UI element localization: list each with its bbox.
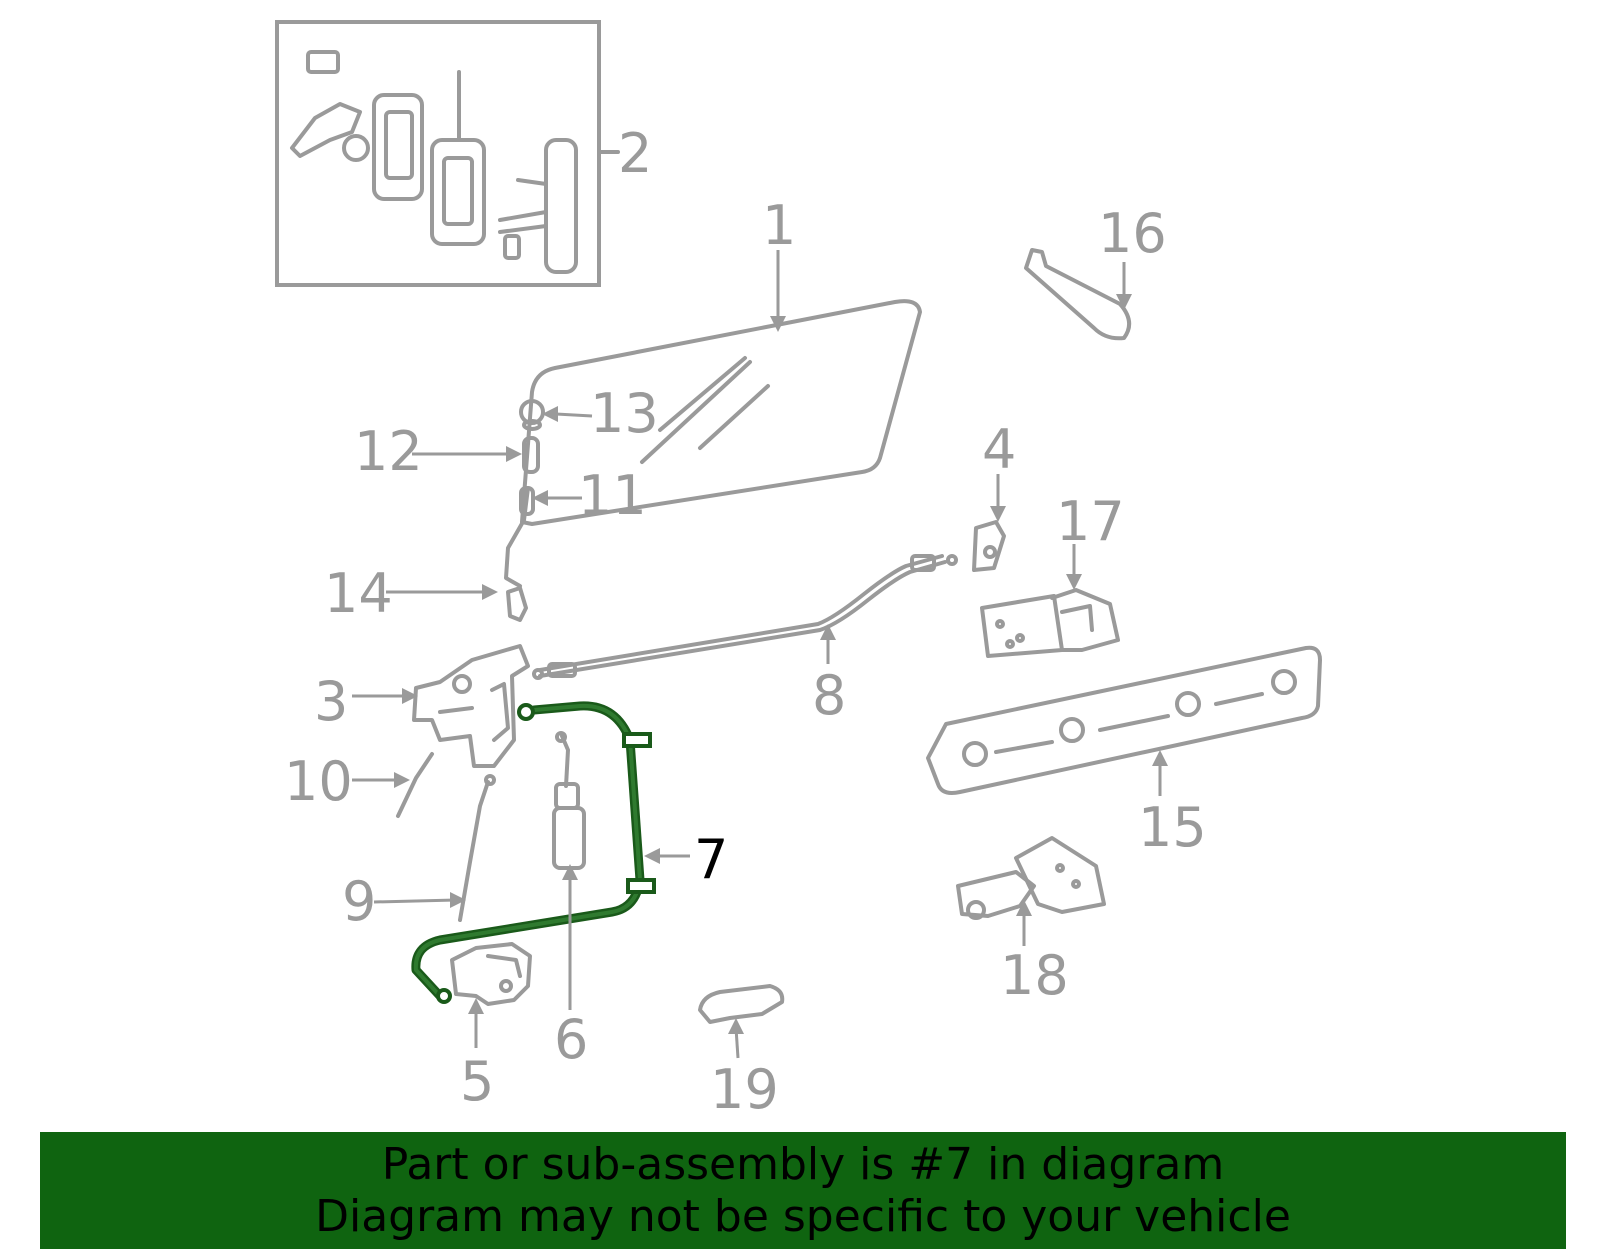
part-7-lock-rod-highlighted xyxy=(411,701,656,1004)
callout-19: 19 xyxy=(710,1058,779,1121)
callout-6: 6 xyxy=(554,1008,588,1071)
callout-15: 15 xyxy=(1138,796,1207,859)
banner-line-disclaimer: Diagram may not be specific to your vehi… xyxy=(315,1190,1291,1242)
callout-1: 1 xyxy=(762,194,796,257)
banner-line-part-number: Part or sub-assembly is #7 in diagram xyxy=(381,1138,1225,1190)
part-17-hinge xyxy=(980,588,1120,658)
callout-8: 8 xyxy=(812,664,846,727)
part-6-lock-actuator xyxy=(552,731,586,870)
callout-5: 5 xyxy=(460,1050,494,1113)
part-16-pull-handle xyxy=(1024,248,1132,341)
callout-11: 11 xyxy=(578,464,647,527)
callout-13: 13 xyxy=(590,382,659,445)
callout-12: 12 xyxy=(354,420,423,483)
info-banner: Part or sub-assembly is #7 in diagram Di… xyxy=(40,1132,1566,1249)
part-19-trim-cap xyxy=(698,984,785,1024)
leader-lines xyxy=(352,250,1168,1059)
callout-9: 9 xyxy=(342,870,376,933)
callout-16: 16 xyxy=(1098,202,1167,265)
part-5-lock-assembly xyxy=(450,942,532,1006)
part-13-grommet xyxy=(519,399,545,431)
callout-2: 2 xyxy=(618,122,652,185)
callout-labels: 1 2 3 4 5 6 7 8 9 10 11 12 13 14 15 16 1… xyxy=(284,122,1207,1121)
callout-4: 4 xyxy=(982,418,1016,481)
part-4-bracket xyxy=(972,520,1006,572)
part-2-handle-assembly xyxy=(275,20,620,287)
part-9-rod xyxy=(458,774,496,922)
part-10-link-rod xyxy=(396,752,434,818)
callout-3: 3 xyxy=(314,670,348,733)
part-14-clip xyxy=(506,586,528,622)
callout-10: 10 xyxy=(284,750,353,813)
callout-7: 7 xyxy=(694,828,728,891)
callout-18: 18 xyxy=(1000,944,1069,1007)
part-18-hinge xyxy=(956,836,1106,920)
part-1-door-glass xyxy=(520,299,922,526)
part-3-door-latch xyxy=(412,644,530,768)
part-8-lock-rod xyxy=(532,554,958,680)
part-15-sill-plate xyxy=(926,645,1322,795)
part-12-spacer xyxy=(522,436,540,474)
callout-14: 14 xyxy=(324,562,393,625)
callout-17: 17 xyxy=(1056,490,1125,553)
part-11-window-regulator-arm xyxy=(504,486,535,588)
